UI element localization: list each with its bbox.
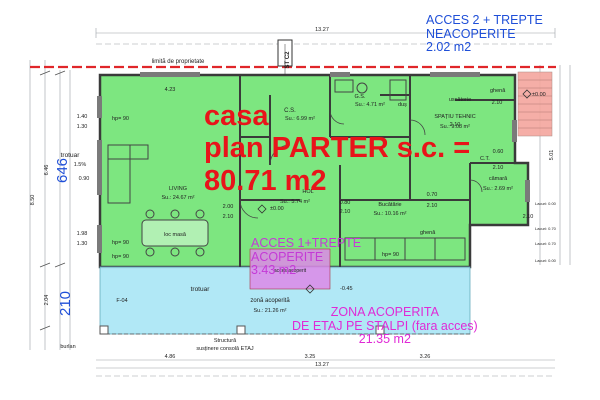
dim-060: 0.60 (493, 149, 504, 155)
door-swings (239, 109, 483, 219)
dim-bottom-right: 3.26 (420, 354, 431, 360)
hp90-c: hp= 90 (112, 254, 129, 260)
covered-area: Su.: 21.26 m² (253, 308, 286, 314)
dim-850: 8.50 (30, 195, 36, 206)
dim-210-b: 2.10 (340, 209, 351, 215)
hp90-a: hp= 90 (112, 116, 129, 122)
access2-line2: NEACOPERITE (426, 26, 516, 41)
dim-overall-bottom: 13.27 (315, 362, 329, 368)
level-045: -0.45 (340, 286, 353, 292)
covered-zone-annotation: ZONA ACOPERITA DE ETAJ PE STALPI (fara a… (292, 305, 478, 347)
access-label: acces acoperit (274, 268, 307, 274)
access2-step-lines (518, 79, 552, 129)
interior-walls (239, 75, 515, 267)
dim-204: 2.04 (44, 295, 50, 306)
level-000: ±0.00 (270, 206, 284, 212)
stair-a: Lacuri: 0.00 (535, 201, 557, 206)
st-c2-label: ST C2 (285, 51, 291, 69)
covered-area-value: 21.35 m2 (358, 332, 411, 346)
sidewalk-left: trotuar (61, 152, 81, 159)
room-hall-area: Su.: 5.74 m² (280, 199, 310, 205)
access2-area: 2.02 m2 (426, 40, 472, 54)
hp90-b: hp= 90 (112, 240, 129, 246)
covered-line1: ZONA ACOPERITA (330, 305, 439, 319)
title-block: casa plan PARTER s.c. = 80.71 m2 (204, 100, 470, 197)
room-cs-area: Su.: 6.99 m² (285, 116, 315, 122)
structure-l2: susținere consolă ETAJ (196, 346, 254, 352)
dim-501: 5.01 (549, 150, 555, 161)
dim-130-a: 1.30 (77, 124, 88, 130)
room-gs-area: Su.: 4.71 m² (355, 102, 385, 108)
sidewalk-bottom: trotuar (191, 286, 211, 293)
room-tech: SPAȚIU TEHNIC (434, 114, 475, 120)
dining-table (141, 209, 209, 257)
dim-210-e: 2.10 (450, 122, 461, 128)
dim-210-d: 2.10 (427, 203, 438, 209)
ghena-b: ghenă (420, 230, 436, 236)
dim-090-left: 0.90 (79, 176, 90, 182)
access1-line1: ACCES 1+TREPTE (251, 236, 362, 250)
title-line3: 80.71 m2 (204, 164, 327, 197)
covered-label: zonă acoperită (250, 298, 290, 304)
dim-210-a: 2.10 (223, 214, 234, 220)
access1-line2: ACOPERITE (251, 249, 324, 264)
room-kitchen-area: Su.: 10.16 m² (373, 211, 406, 217)
side-dim-lower: 210 (57, 290, 75, 317)
dim-bottom-mid: 3.25 (305, 354, 316, 360)
side-dim-upper: 646 (54, 157, 72, 184)
level-markers (257, 89, 532, 294)
stair-c: Lacuri: 0.70 (535, 241, 557, 246)
stair-d: Lacuri: 0.00 (535, 258, 557, 263)
stair-b: Lacuri: 0.70 (535, 226, 557, 231)
room-living: LIVING (169, 186, 187, 192)
wall-hatching (97, 72, 530, 253)
room-gs: G.S. (354, 94, 365, 100)
dim-070: 0.70 (427, 192, 438, 198)
ct-label: C.T. (480, 156, 490, 162)
access1-annotation: ACCES 1+TREPTE ACOPERITE 3.43 m2 (251, 236, 362, 278)
dim-423: 4.23 (165, 87, 176, 93)
dim-overall-top: 13.27 (315, 27, 329, 33)
room-tech-area: Su.: 9.08 m² (440, 124, 470, 130)
sidewalk-pct: 1.5% (74, 162, 87, 168)
sofa (107, 144, 149, 204)
kitchen-counter (344, 237, 466, 261)
dim-130-b: 1.30 (77, 241, 88, 247)
title-line2: plan PARTER s.c. = (204, 132, 471, 165)
dim-bottom-left: 4.86 (165, 354, 176, 360)
dim-210-c: 2.10 (493, 165, 504, 171)
access2-line1: ACCES 2 + TREPTE (426, 13, 543, 27)
access1-area: 3.43 m2 (251, 263, 297, 277)
title-line1: casa (204, 100, 269, 132)
room-pantry: cămară (489, 176, 508, 182)
room-dryer: uscătorie (449, 97, 471, 103)
dim-140: 1.40 (77, 114, 88, 120)
covered-line2: DE ETAJ PE STALPI (fara acces) (292, 318, 478, 333)
property-limit-label: limită de proprietate (152, 59, 205, 65)
room-living-area: Su.: 24.67 m² (161, 195, 194, 201)
dining-label: loc masă (164, 232, 187, 238)
room-kitchen: Bucătărie (378, 202, 401, 208)
bathroom-fixtures (334, 79, 407, 101)
hp90-d: hp= 90 (382, 252, 399, 258)
dim-200-a: 2.00 (223, 204, 234, 210)
window-f04: F-04 (116, 298, 127, 304)
dim-210-f: 2.10 (492, 100, 503, 106)
burlan-label: burlan (60, 344, 75, 350)
dim-080-a: 0.80 (340, 200, 351, 206)
dim-210-g: 2.10 (523, 214, 534, 220)
dim-646: 6.46 (44, 165, 50, 176)
ghena-a: ghenă (490, 88, 506, 94)
dus-label: duș (398, 102, 407, 108)
room-pantry-area: Su.: 2.69 m² (483, 186, 513, 192)
level-000-b: ±0.00 (532, 92, 546, 98)
room-cs: C.S. (284, 108, 296, 114)
left-dimension-ticks (39, 70, 66, 331)
room-hall: HOL (302, 189, 313, 195)
access2-annotation: ACCES 2 + TREPTE NEACOPERITE 2.02 m2 (426, 13, 543, 55)
access1-area (249, 248, 331, 290)
structure-l1: Structură (214, 338, 237, 344)
dim-198: 1.98 (77, 231, 88, 237)
